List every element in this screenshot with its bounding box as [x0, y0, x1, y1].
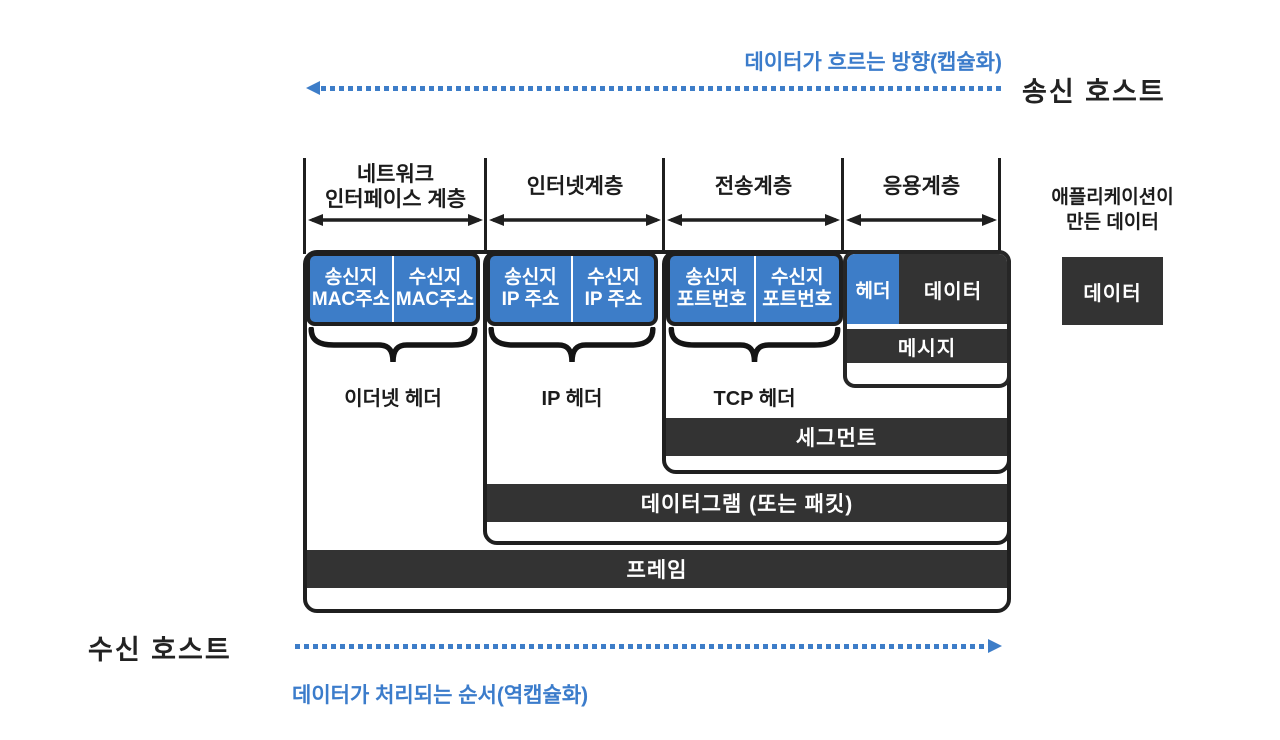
- application-data-box: 데이터: [1062, 257, 1163, 325]
- segment-bar: 세그먼트: [666, 418, 1007, 456]
- dst-mac-cell: 수신지 MAC주소: [395, 266, 475, 310]
- cell-divider: [753, 256, 756, 322]
- ip-header-label: IP 헤더: [541, 387, 603, 410]
- ip-header-brace: [486, 327, 658, 365]
- ip-header-fields: 송신지 IP 주소 수신지 IP 주소: [486, 252, 658, 326]
- layer-range-arrow: [489, 214, 661, 226]
- message-bar: 메시지: [847, 329, 1007, 363]
- layer-tick: [303, 158, 306, 254]
- layer-range-arrow: [846, 214, 997, 226]
- layer-range-arrow: [308, 214, 483, 226]
- src-mac-cell: 송신지 MAC주소: [311, 266, 391, 310]
- cell-divider: [571, 256, 573, 322]
- ethernet-header-fields: 송신지 MAC주소 수신지 MAC주소: [306, 252, 480, 326]
- layer-tick: [998, 158, 1001, 254]
- receiver-host-label: 수신 호스트: [88, 635, 232, 665]
- application-data-annotation: 애플리케이션이 만든 데이터: [1051, 187, 1174, 233]
- src-port-cell: 송신지 포트번호: [676, 266, 747, 310]
- layer-label-application: 응용계층: [882, 175, 961, 199]
- tcp-header-fields: 송신지 포트번호 수신지 포트번호: [666, 252, 843, 326]
- tcp-header-brace: [666, 327, 843, 365]
- sender-host-label: 송신 호스트: [1022, 77, 1166, 107]
- datagram-bar: 데이터그램 (또는 패킷): [487, 484, 1007, 522]
- dst-ip-cell: 수신지 IP 주소: [584, 266, 643, 310]
- encapsulation-arrowhead-icon: [306, 81, 320, 95]
- message-separator: [847, 324, 1007, 329]
- decapsulation-dotted-line: [295, 644, 987, 649]
- dst-port-cell: 수신지 포트번호: [762, 266, 833, 310]
- layer-tick: [484, 158, 487, 254]
- layer-label-network-interface: 네트워크 인터페이스 계층: [324, 162, 467, 211]
- decapsulation-arrowhead-icon: [988, 639, 1002, 653]
- frame-bar: 프레임: [307, 550, 1007, 588]
- ethernet-header-label: 이더넷 헤더: [344, 387, 442, 410]
- header-cell: 헤더: [847, 254, 899, 324]
- layer-tick: [662, 158, 665, 254]
- message-container: 헤더 데이터 메시지: [843, 250, 1011, 388]
- message-top-row: 헤더 데이터: [847, 254, 1007, 324]
- layer-range-arrow: [667, 214, 840, 226]
- cell-divider: [392, 256, 394, 322]
- layer-label-transport: 전송계층: [714, 175, 793, 199]
- ethernet-header-brace: [306, 327, 480, 365]
- layer-label-internet: 인터넷계층: [526, 175, 624, 199]
- tcp-header-label: TCP 헤더: [713, 387, 796, 410]
- encapsulation-flow-caption: 데이터가 흐르는 방향(캡슐화): [744, 51, 1003, 74]
- decapsulation-flow-caption: 데이터가 처리되는 순서(역캡슐화): [292, 684, 589, 707]
- layer-tick: [841, 158, 844, 254]
- data-cell: 데이터: [899, 254, 1007, 324]
- encapsulation-dotted-line: [321, 86, 1002, 91]
- src-ip-cell: 송신지 IP 주소: [501, 266, 560, 310]
